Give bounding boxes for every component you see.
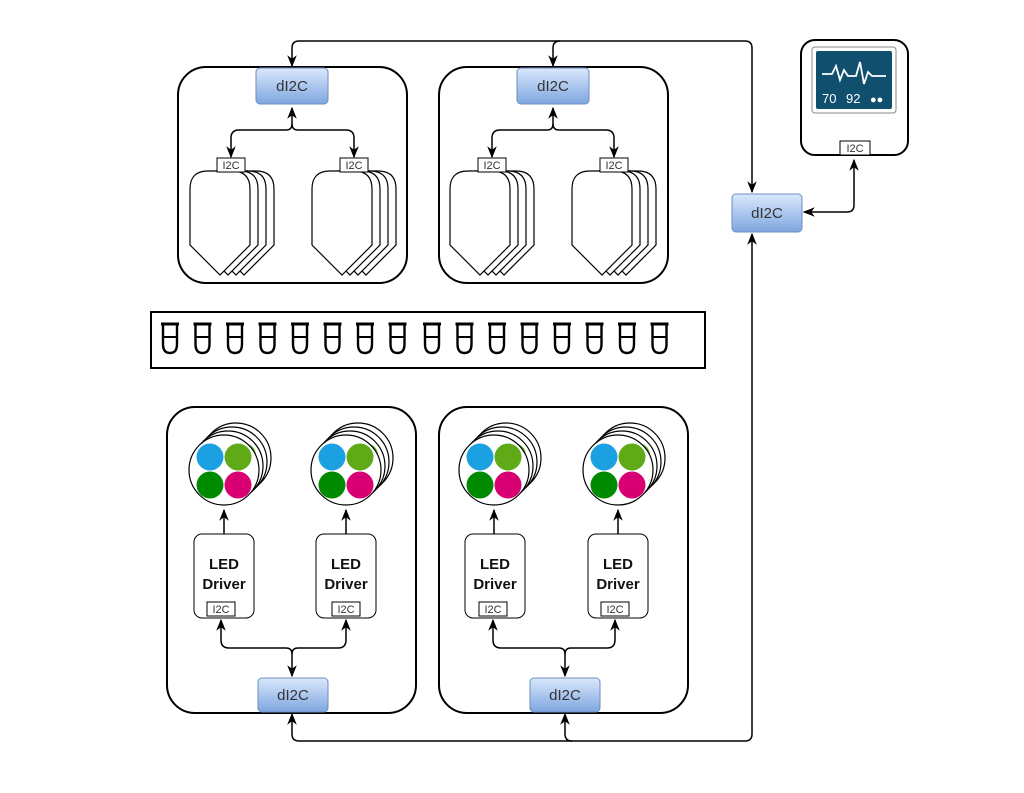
- bus-branch: [560, 712, 573, 742]
- led-magenta: [494, 471, 522, 499]
- led-blue: [590, 443, 618, 471]
- i2c-port: [839, 140, 871, 156]
- bus-branch: [548, 40, 561, 68]
- monitor-value-2: 92: [846, 91, 860, 106]
- i2c-label: I2C: [222, 160, 239, 172]
- led-driver-label: Driver: [202, 576, 246, 593]
- top-left-module: I2C I2C dI2C: [177, 66, 408, 284]
- test-tube: [323, 322, 342, 355]
- di2c-label: dI2C: [549, 687, 581, 704]
- i2c-port: I2C: [599, 157, 629, 173]
- test-tube: [423, 322, 441, 355]
- i2c-label: I2C: [606, 604, 623, 616]
- led-blue: [318, 443, 346, 471]
- bus-line-top: [287, 40, 757, 194]
- hub-di2c-node: dI2C: [731, 193, 803, 233]
- di2c-bus-node: dI2C: [529, 677, 601, 713]
- test-tube: [388, 322, 407, 355]
- test-tube: [553, 322, 571, 355]
- di2c-label: dI2C: [537, 78, 569, 95]
- led-driver-label: LED: [331, 556, 361, 573]
- test-tube: [488, 322, 506, 355]
- led-green-dark: [466, 471, 494, 499]
- led-driver-label: Driver: [596, 576, 640, 593]
- test-tube: [455, 322, 474, 355]
- di2c-bus-node: dI2C: [516, 67, 590, 105]
- led-magenta: [618, 471, 646, 499]
- monitor-indicator-dots: ●●: [870, 94, 883, 106]
- led-green-light: [494, 443, 522, 471]
- led-green-light: [618, 443, 646, 471]
- led-driver-label: LED: [209, 556, 239, 573]
- bottom-left-module: LED Driver I2C LED Driver I2C dI2C: [166, 406, 417, 714]
- led-driver-label: Driver: [473, 576, 517, 593]
- i2c-label: I2C: [484, 604, 501, 616]
- monitor-screen: [816, 51, 892, 109]
- bus-line-bottom: [287, 232, 757, 742]
- led-blue: [196, 443, 224, 471]
- led-front-disc: [310, 434, 382, 506]
- i2c-label: I2C: [345, 160, 362, 172]
- test-tube: [618, 322, 636, 355]
- bus-line-monitor: [802, 158, 859, 217]
- top-right-module: I2C I2C dI2C: [438, 66, 669, 284]
- test-tube: [356, 322, 374, 355]
- led-front-disc: [458, 434, 530, 506]
- i2c-label: I2C: [483, 160, 500, 172]
- i2c-label: I2C: [605, 160, 622, 172]
- monitor-value-1: 70: [822, 91, 836, 106]
- led-driver: LED Driver I2C: [193, 533, 255, 619]
- i2c-label: I2C: [846, 143, 863, 155]
- led-driver: LED Driver I2C: [587, 533, 649, 619]
- led-blue: [466, 443, 494, 471]
- led-driver-label: Driver: [324, 576, 368, 593]
- led-green-dark: [590, 471, 618, 499]
- di2c-bus-node: dI2C: [257, 677, 329, 713]
- test-tube: [291, 322, 309, 355]
- tube-rack: [150, 311, 706, 369]
- test-tube: [585, 322, 604, 355]
- test-tube: [650, 322, 669, 355]
- led-green-light: [224, 443, 252, 471]
- led-driver-label: LED: [480, 556, 510, 573]
- test-tube: [161, 322, 179, 355]
- led-driver: LED Driver I2C: [464, 533, 526, 619]
- test-tube: [226, 322, 244, 355]
- led-driver-label: LED: [603, 556, 633, 573]
- led-magenta: [346, 471, 374, 499]
- main-bus: [287, 40, 859, 742]
- test-tube: [520, 322, 539, 355]
- led-green-light: [346, 443, 374, 471]
- led-green-dark: [318, 471, 346, 499]
- i2c-port: I2C: [339, 157, 369, 173]
- led-magenta: [224, 471, 252, 499]
- led-front-disc: [188, 434, 260, 506]
- led-green-dark: [196, 471, 224, 499]
- di2c-label: dI2C: [276, 78, 308, 95]
- bottom-right-module: LED Driver I2C LED Driver I2C dI2C: [438, 406, 689, 714]
- heartbeat-waveform: [822, 61, 886, 85]
- di2c-bus-node: dI2C: [255, 67, 329, 105]
- i2c-label: I2C: [212, 604, 229, 616]
- monitor-bezel: [811, 46, 897, 114]
- di2c-label: dI2C: [751, 205, 783, 222]
- test-tube: [258, 322, 277, 355]
- led-driver: LED Driver I2C: [315, 533, 377, 619]
- test-tube: [193, 322, 212, 355]
- i2c-port: I2C: [477, 157, 507, 173]
- led-front-disc: [582, 434, 654, 506]
- i2c-port: [206, 601, 236, 617]
- di2c-label: dI2C: [277, 687, 309, 704]
- rgb-led-cluster: [188, 422, 272, 506]
- i2c-port: I2C: [216, 157, 246, 173]
- i2c-label: I2C: [337, 604, 354, 616]
- monitor-display: 70 92 ●● I2C: [800, 39, 909, 156]
